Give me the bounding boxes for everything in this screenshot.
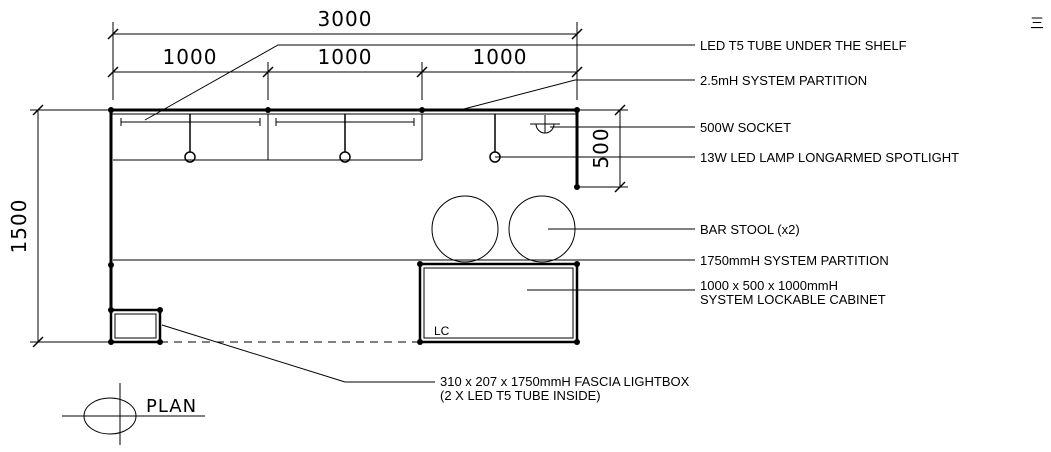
- callout-bar-stool: BAR STOOL (x2): [700, 222, 800, 237]
- callout-socket: 500W SOCKET: [700, 120, 791, 135]
- spotlight-icon: [184, 151, 196, 163]
- callout-lightbox-detail: (2 X LED T5 TUBE INSIDE): [440, 388, 601, 403]
- partition-nodes: [108, 107, 580, 345]
- plan-title: PLAN: [146, 396, 197, 417]
- fascia-lightbox: [109, 308, 162, 344]
- bay-2-label: 1000: [318, 45, 373, 69]
- bay-1-label: 1000: [163, 45, 218, 69]
- bar-stool-icon: [431, 195, 499, 263]
- cabinet-tag: LC: [434, 324, 450, 338]
- callout-spotlight: 13W LED LAMP LONGARMED SPOTLIGHT: [700, 150, 959, 165]
- stool-zone-dimension: 500: [580, 104, 628, 193]
- callout-lightbox-size: 310 x 207 x 1750mmH FASCIA LIGHTBOX: [440, 374, 690, 389]
- depth-label: 1500: [7, 199, 31, 254]
- callout-cabinet-size: 1000 x 500 x 1000mmH: [700, 278, 838, 293]
- partitions: [109, 108, 579, 343]
- callout-partition-1750: 1750mmH SYSTEM PARTITION: [700, 253, 889, 268]
- callouts: LED T5 TUBE UNDER THE SHELF 2.5mH SYSTEM…: [440, 38, 959, 403]
- bay-dimensions: 1000 1000 1000: [107, 45, 583, 100]
- callout-partition-2-5m: 2.5mH SYSTEM PARTITION: [700, 73, 867, 88]
- stool-zone-label: 500: [589, 127, 613, 168]
- leader-lines: [113, 44, 695, 383]
- overall-width-label: 3000: [318, 7, 373, 31]
- spotlight-icon: [339, 151, 351, 163]
- corner-glyph: 三: [1030, 15, 1044, 31]
- overall-width-dimension: 3000: [107, 7, 583, 100]
- plan-title-block: PLAN: [62, 383, 205, 445]
- bay-3-label: 1000: [473, 45, 528, 69]
- lockable-cabinet: LC: [418, 262, 579, 344]
- callout-cabinet-name: SYSTEM LOCKABLE CABINET: [700, 292, 886, 307]
- socket-icon: [530, 115, 560, 134]
- shelves: [113, 114, 423, 161]
- spotlights: [184, 114, 501, 163]
- depth-dimension: 1500: [7, 104, 110, 348]
- callout-led-tube: LED T5 TUBE UNDER THE SHELF: [700, 38, 907, 53]
